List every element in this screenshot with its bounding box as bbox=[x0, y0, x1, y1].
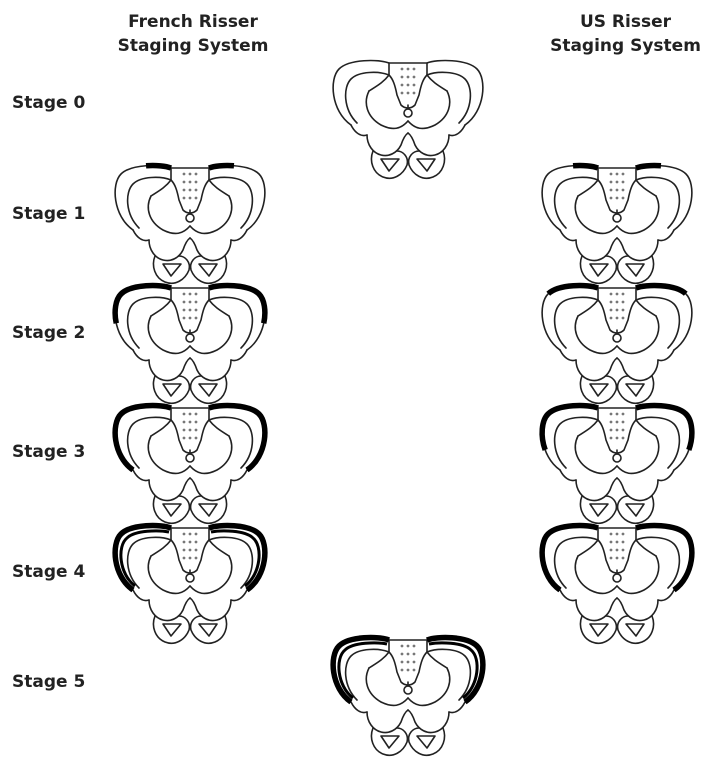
apophysis-right bbox=[427, 638, 483, 702]
pelvis-stage-2-us bbox=[532, 270, 702, 410]
pelvis-stage-1-french bbox=[105, 150, 275, 290]
french-header-line-1: French Risser bbox=[104, 10, 282, 34]
apophysis-left bbox=[542, 526, 598, 590]
pelvis-stage-2-french bbox=[105, 270, 275, 410]
stage-3-label: Stage 3 bbox=[12, 442, 85, 462]
apophysis-right bbox=[636, 526, 692, 590]
pelvis-stage-3-french bbox=[105, 390, 275, 530]
apophysis-right bbox=[209, 406, 265, 470]
apophysis-right bbox=[209, 526, 265, 590]
pelvis-stage-4-us bbox=[532, 510, 702, 650]
us-system-header: US Risser Staging System bbox=[545, 10, 706, 58]
apophysis-left bbox=[115, 406, 171, 470]
apophysis-left bbox=[115, 526, 171, 590]
stage-5-label: Stage 5 bbox=[12, 672, 85, 692]
stage-4-label: Stage 4 bbox=[12, 562, 85, 582]
stage-2-label: Stage 2 bbox=[12, 323, 85, 343]
us-header-line-2: Staging System bbox=[545, 34, 706, 58]
stage-1-label: Stage 1 bbox=[12, 204, 85, 224]
pelvis-stage-3-us bbox=[532, 390, 702, 530]
pelvis-stage-0-shared bbox=[323, 45, 493, 185]
pelvis-stage-4-french bbox=[105, 510, 275, 650]
pelvis-stage-1-us bbox=[532, 150, 702, 290]
us-header-line-1: US Risser bbox=[545, 10, 706, 34]
pelvis-stage-5-shared bbox=[323, 622, 493, 762]
stage-0-label: Stage 0 bbox=[12, 93, 85, 113]
apophysis-left bbox=[333, 638, 389, 702]
french-system-header: French Risser Staging System bbox=[104, 10, 282, 58]
french-header-line-2: Staging System bbox=[104, 34, 282, 58]
